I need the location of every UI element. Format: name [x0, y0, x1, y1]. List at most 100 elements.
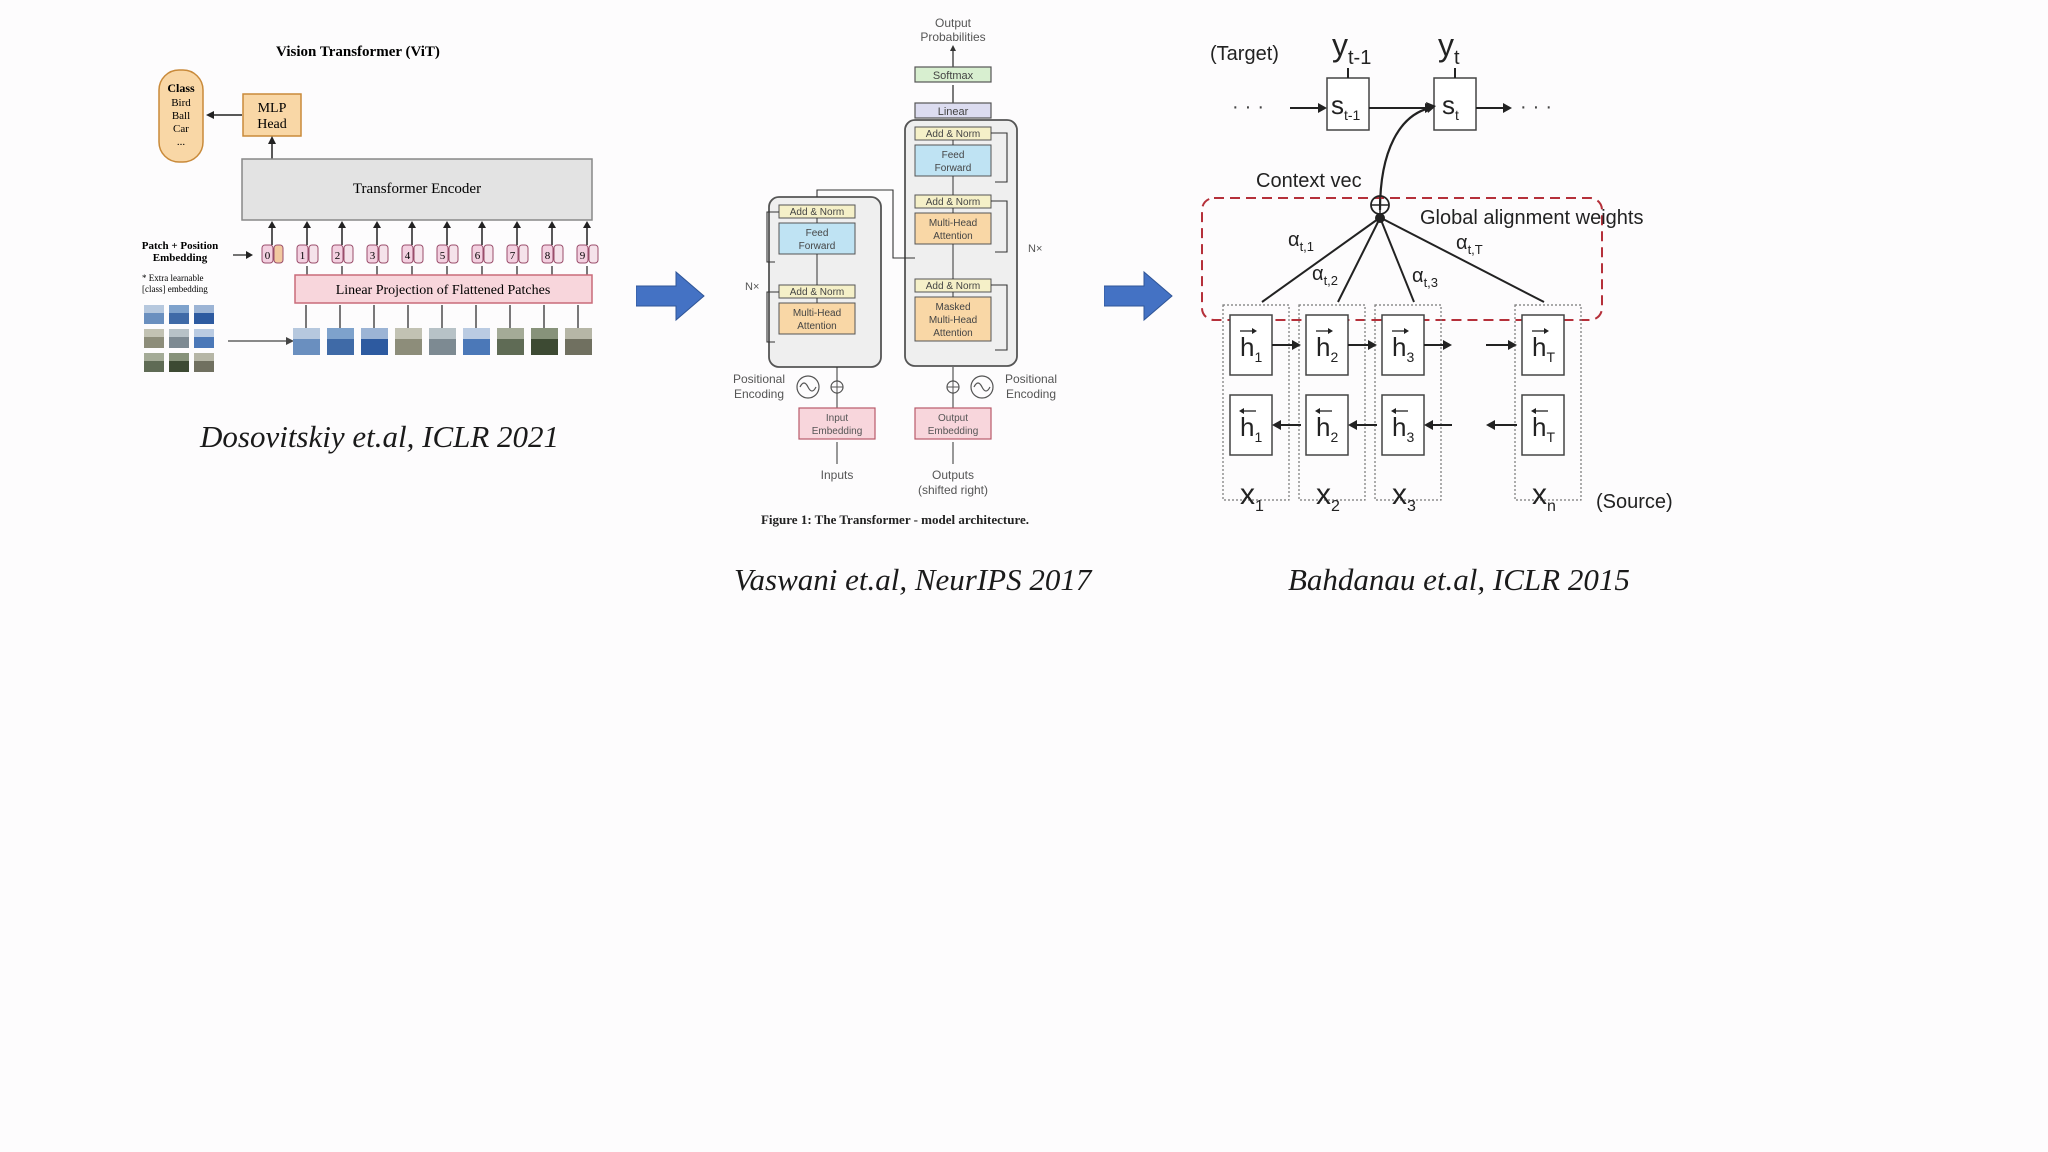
- feed-forward-label: Forward: [799, 241, 836, 252]
- image-patch-grid: [144, 305, 214, 372]
- patch-embedding: [553, 244, 564, 264]
- output-embedding-box: [914, 407, 992, 440]
- output-probabilities-label: Probabilities: [920, 30, 985, 44]
- svg-text:···: ···: [1232, 96, 1270, 118]
- masked-attention-label: Multi-Head: [929, 315, 977, 326]
- input-embedding-label: Embedding: [812, 426, 863, 437]
- multi-head-attention-label: Attention: [797, 321, 836, 332]
- patch-embedding: [378, 244, 389, 264]
- position-embedding: [506, 244, 519, 264]
- mlp-head-label: Head: [257, 117, 287, 132]
- forward-hidden-box: [1381, 314, 1425, 376]
- transformer-caption: Vaswani et.al, NeurIPS 2017: [734, 562, 1092, 597]
- target-label: (Target): [1210, 43, 1279, 65]
- positional-encoding-label: Encoding: [1006, 387, 1056, 401]
- flow-arrow: [1104, 270, 1173, 322]
- multi-head-attention-box: [778, 302, 856, 335]
- patch-embedding: [273, 244, 284, 264]
- transformer-encoder-label: Transformer Encoder: [353, 181, 481, 197]
- vit-diagram: Vision Transformer (ViT) Class Bird Ball…: [142, 44, 599, 372]
- encoder-column: [1298, 304, 1366, 501]
- forward-hidden-box: [1521, 314, 1565, 376]
- position-embedding: [366, 244, 379, 264]
- masked-attention-label: Masked: [935, 302, 970, 313]
- patch-embedding: [518, 244, 529, 264]
- patch-position-label: Embedding: [153, 252, 208, 264]
- linear-label: Linear: [938, 106, 969, 118]
- multi-head-attention-label: Attention: [933, 231, 972, 242]
- add-norm-label: Add & Norm: [790, 287, 844, 298]
- context-vec-label: Context vec: [1256, 170, 1362, 192]
- mlp-head-label: MLP: [258, 101, 287, 116]
- extra-note: [class] embedding: [142, 284, 208, 294]
- class-option: Bird: [171, 97, 191, 109]
- patch-sequence: [293, 305, 592, 355]
- position-embedding: [471, 244, 484, 264]
- y-prev-label: yt-1: [1332, 27, 1371, 69]
- alpha-weight: αt,2: [1312, 263, 1338, 288]
- backward-hidden-box: [1381, 394, 1425, 456]
- extra-note: * Extra learnable: [142, 273, 203, 283]
- state-current-box: [1433, 77, 1477, 131]
- outputs-label: (shifted right): [918, 483, 988, 497]
- input-embedding-label: Input: [826, 413, 848, 424]
- backward-hidden-box: [1229, 394, 1273, 456]
- position-index: 2: [335, 250, 341, 262]
- linear-projection-label: Linear Projection of Flattened Patches: [336, 283, 551, 298]
- softmax-label: Softmax: [933, 70, 974, 82]
- position-embedding: [436, 244, 449, 264]
- output-embedding-label: Embedding: [928, 426, 979, 437]
- attention-diagram: (Target) yt-1 yt ··· st-1 st ··· Context…: [1201, 27, 1673, 515]
- patch-embedding: [413, 244, 424, 264]
- state-prev-label: st-1: [1331, 90, 1361, 123]
- patch-position-label: Patch + Position: [142, 240, 219, 252]
- class-box: [158, 69, 204, 163]
- position-index: 4: [405, 250, 411, 262]
- patch-embedding: [448, 244, 459, 264]
- linear-projection-box: [294, 274, 593, 304]
- position-index: 9: [580, 250, 586, 262]
- nx-label: N×: [1028, 243, 1042, 255]
- transformer-diagram: Output Probabilities Softmax Linear Add …: [733, 16, 1057, 527]
- feed-forward-label: Forward: [935, 163, 972, 174]
- positional-encoding-icon: [970, 375, 994, 399]
- position-index: 1: [300, 250, 306, 262]
- linear-box: [914, 102, 992, 119]
- source-token-label: x1: [1240, 478, 1264, 515]
- position-index: 0: [265, 250, 271, 262]
- position-index: 5: [440, 250, 446, 262]
- vit-caption: Dosovitskiy et.al, ICLR 2021: [200, 419, 560, 454]
- source-token-label: x3: [1392, 478, 1416, 515]
- alpha-weight: αt,3: [1412, 265, 1438, 290]
- patch-embedding: [588, 244, 599, 264]
- patch-embedding: [343, 244, 354, 264]
- backward-hidden-box: [1521, 394, 1565, 456]
- alpha-weight: αt,T: [1456, 232, 1483, 257]
- source-label: (Source): [1596, 491, 1673, 513]
- softmax-box: [914, 66, 992, 83]
- add-norm-label: Add & Norm: [790, 207, 844, 218]
- positional-encoding-label: Positional: [733, 372, 785, 386]
- flow-arrow: [636, 270, 705, 322]
- mlp-head-box: [242, 93, 302, 137]
- class-option: Car: [173, 123, 189, 135]
- add-norm-label: Add & Norm: [926, 129, 980, 140]
- positional-encoding-label: Positional: [1005, 372, 1057, 386]
- position-embedding: [541, 244, 554, 264]
- position-index: 6: [475, 250, 481, 262]
- patch-embedding: [308, 244, 319, 264]
- multi-head-attention-label: Multi-Head: [929, 218, 977, 229]
- state-current-label: st: [1442, 90, 1459, 123]
- position-index: 7: [510, 250, 516, 262]
- position-embedding: [401, 244, 414, 264]
- source-token-label: xn: [1532, 478, 1556, 515]
- positional-encoding-icon: [796, 375, 820, 399]
- state-prev-box: [1326, 77, 1370, 131]
- position-index: 8: [545, 250, 551, 262]
- add-norm-label: Add & Norm: [926, 197, 980, 208]
- y-current-label: yt: [1438, 27, 1460, 69]
- vit-title: Vision Transformer (ViT): [276, 44, 440, 60]
- transformer-encoder-box: [241, 158, 593, 221]
